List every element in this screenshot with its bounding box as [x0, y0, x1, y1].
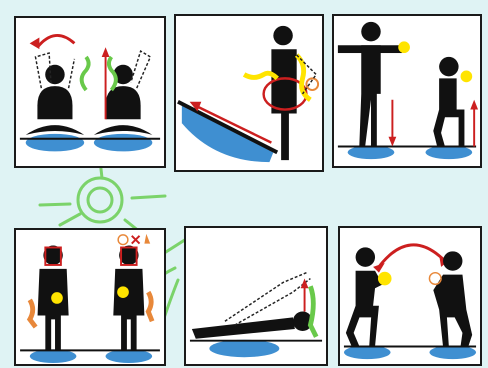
squat-figure-icon: [433, 57, 464, 147]
ball-icon: [461, 71, 473, 83]
ball-icon: [51, 292, 63, 304]
ball-icon: [398, 41, 410, 53]
balance-disc-icon: [209, 340, 279, 357]
balance-disc-icon: [344, 346, 476, 360]
panel-squat-ball-pass: [338, 226, 482, 366]
panel-lying-leg-raise: [184, 226, 328, 366]
resistance-band-icon: [30, 300, 36, 327]
seated-figure-icon: [94, 65, 152, 135]
seated-figure-icon: [26, 65, 84, 135]
balance-disc-icon: [26, 134, 153, 152]
ball-icon: [378, 272, 392, 286]
panel-seated-rotation: [14, 16, 166, 168]
resistance-band-icon: [310, 286, 316, 337]
balance-disc-icon: [30, 349, 152, 363]
standing-figure-icon: [113, 246, 144, 351]
arrow-icon: [37, 35, 74, 47]
panel-ball-behind-back: [14, 228, 166, 366]
squat-figure-icon: [346, 247, 383, 346]
squat-figure-icon: [433, 251, 472, 346]
panel-tilt-board-rotation: [174, 14, 324, 172]
balance-disc-icon: [348, 146, 473, 160]
standing-figure-icon: [271, 26, 296, 160]
panel-standing-to-squat: [332, 14, 482, 168]
resistance-band-icon: [82, 57, 89, 90]
cross-mark-icon: [118, 234, 150, 245]
arrow-icon: [379, 245, 445, 267]
tilt-board-icon: [178, 102, 277, 162]
